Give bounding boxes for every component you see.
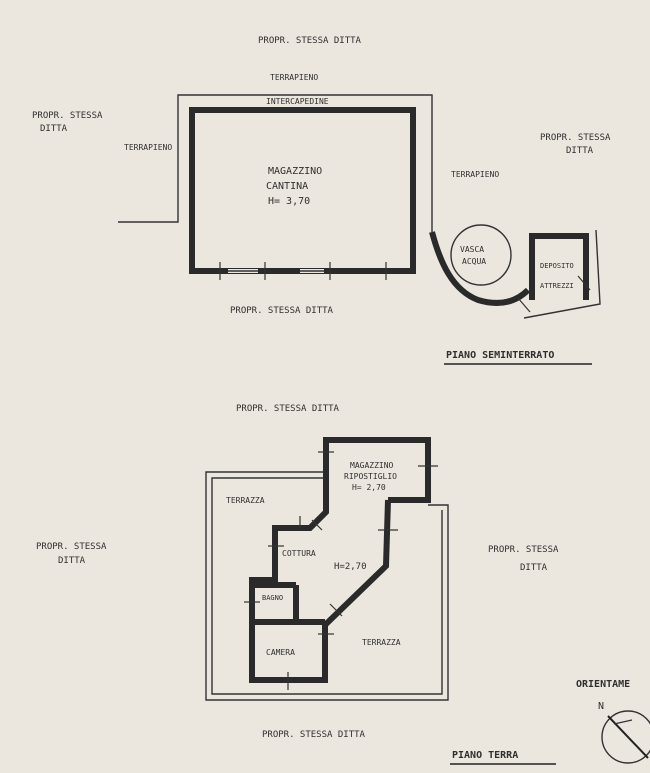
- ground-floor-title: PIANO TERRA: [452, 750, 518, 761]
- ground-opening-marks: [244, 451, 438, 690]
- basement-window-marks: [219, 262, 387, 280]
- apartment-walls: [249, 495, 329, 683]
- ground-left-owner-label-2: DITTA: [58, 556, 86, 566]
- basement-room-name-label: MAGAZZINO: [268, 166, 322, 177]
- ground-floor-plan: PROPR. STESSA DITTA PROPR. STESSA DITTA …: [36, 404, 559, 765]
- ground-storage-walls: [323, 437, 431, 503]
- basement-terrapieno-right-label: TERRAPIENO: [451, 170, 499, 179]
- ground-storage-label-2: RIPOSTIGLIO: [344, 472, 397, 481]
- terrace-outer-outline: [205, 471, 449, 701]
- water-tank-label-2: ACQUA: [462, 257, 486, 266]
- basement-terrapieno-left-label: TERRAPIENO: [124, 143, 172, 152]
- basement-right-owner-label-1: PROPR. STESSA: [540, 133, 611, 143]
- water-tank-circle: [450, 224, 512, 286]
- ground-storage-label-1: MAGAZZINO: [350, 461, 394, 470]
- basement-room-use-label: CANTINA: [266, 181, 308, 192]
- basement-right-owner-label-2: DITTA: [566, 146, 594, 156]
- basement-intercapedine-label: INTERCAPEDINE: [266, 97, 329, 106]
- tool-storage-label-2: ATTREZZI: [540, 282, 574, 290]
- tool-storage-outer-line: [523, 229, 601, 319]
- water-tank-outer-wall: [429, 231, 531, 306]
- ground-left-owner-label-1: PROPR. STESSA: [36, 542, 107, 552]
- apartment-height-label: H=2,70: [334, 562, 367, 572]
- bedroom-label: CAMERA: [266, 648, 295, 657]
- basement-floor-title: PIANO SEMINTERRATO: [446, 350, 554, 361]
- terrace-inner-outline: [211, 477, 443, 695]
- water-tank-label-1: VASCA: [460, 245, 484, 254]
- north-label: N: [598, 701, 604, 712]
- basement-left-owner-label-1: PROPR. STESSA: [32, 111, 103, 121]
- terrace-top-label: TERRAZZA: [226, 496, 265, 505]
- north-arrow-icon: [607, 715, 649, 759]
- tool-storage-label-1: DEPOSITO: [540, 262, 574, 270]
- basement-plan: PROPR. STESSA DITTA TERRAPIENO INTERCAPE…: [32, 36, 611, 365]
- ground-bottom-owner-label: PROPR. STESSA DITTA: [262, 730, 366, 740]
- bathroom-label: BAGNO: [262, 594, 283, 602]
- tool-storage-walls: [529, 233, 589, 300]
- basement-bottom-owner-label: PROPR. STESSA DITTA: [230, 306, 334, 316]
- basement-terrapieno-top-label: TERRAPIENO: [270, 73, 318, 82]
- kitchen-label: COTTURA: [282, 549, 316, 558]
- terrace-right-label: TERRAZZA: [362, 638, 401, 647]
- basement-room-height-label: H= 3,70: [268, 196, 310, 207]
- basement-earthfill-outline: [118, 94, 433, 232]
- ground-top-owner-label: PROPR. STESSA DITTA: [236, 404, 340, 414]
- orientation-compass: ORIENTAME N: [576, 679, 650, 764]
- orientation-label: ORIENTAME: [576, 679, 630, 690]
- basement-top-owner-label: PROPR. STESSA DITTA: [258, 36, 362, 46]
- ground-storage-height-label: H= 2,70: [352, 483, 386, 492]
- basement-left-owner-label-2: DITTA: [40, 124, 68, 134]
- ground-right-owner-label-1: PROPR. STESSA: [488, 545, 559, 555]
- compass-circle: [601, 710, 650, 764]
- ground-right-owner-label-2: DITTA: [520, 563, 548, 573]
- apartment-diagonal-wall: [322, 499, 391, 628]
